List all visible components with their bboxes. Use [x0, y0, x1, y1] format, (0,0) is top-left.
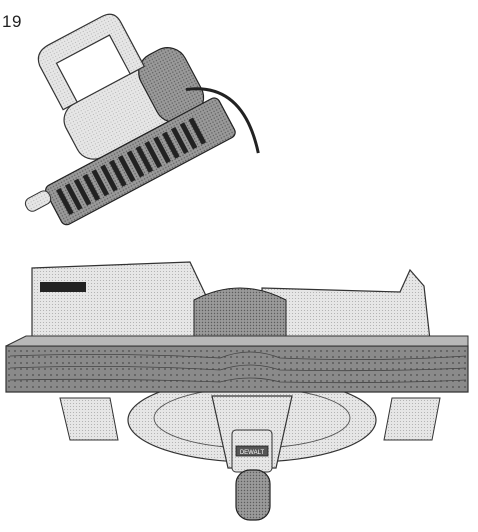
figure-number: 19: [2, 12, 22, 31]
saw-head: [24, 13, 260, 226]
blade-guard: [193, 287, 287, 341]
fence: [31, 261, 431, 341]
miter-arm: DEWALT: [211, 395, 293, 521]
brand-badge: DEWALT: [240, 450, 265, 456]
workpiece-board: [5, 335, 469, 393]
